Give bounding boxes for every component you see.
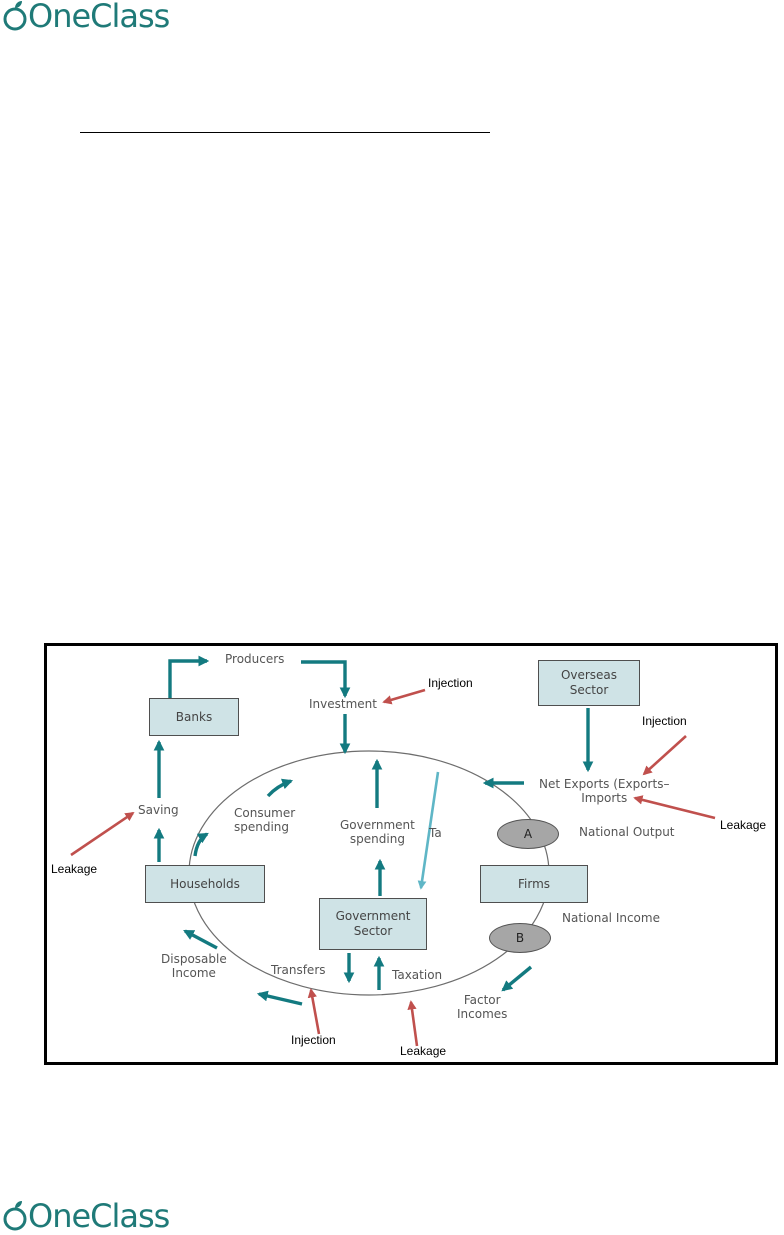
circular-flow-diagram: Banks Households Government Sector Firms… <box>44 643 778 1065</box>
annotation-leakage-taxation: Leakage <box>400 1044 447 1058</box>
banks-box: Banks <box>149 698 239 736</box>
firms-box: Firms <box>480 865 588 903</box>
annotation-arrow-leakage-net-exports <box>633 795 716 820</box>
arrow-banks-to-producers <box>168 655 210 698</box>
arrow-consumer-spending-2 <box>266 778 294 798</box>
oval-a: A <box>497 819 559 849</box>
annotation-injection-net-exports: Injection <box>642 714 687 728</box>
label-factor-incomes: Factor Incomes <box>457 993 508 1021</box>
label-tax-partial: Ta <box>429 826 442 840</box>
overseas-sector-box: Overseas Sector <box>538 660 640 706</box>
fill-in-line <box>80 132 490 133</box>
label-investment: Investment <box>309 697 377 711</box>
label-saving: Saving <box>138 803 179 817</box>
annotation-leakage-net-exports: Leakage <box>720 818 767 832</box>
label-producers: Producers <box>225 652 285 666</box>
label-net-exports: Net Exports (Exports– Imports <box>539 777 670 805</box>
annotation-injection-transfers: Injection <box>291 1033 336 1047</box>
brand-name: OneClass <box>28 0 170 35</box>
arrow-tax-highlight <box>417 771 440 890</box>
oneclass-logo: OneClass <box>2 0 170 35</box>
annotation-leakage-saving: Leakage <box>51 862 98 876</box>
annotation-arrow-leakage-saving <box>70 811 135 857</box>
label-consumer-spending: Consumer spending <box>234 806 296 834</box>
arrow-consumer-spending-1 <box>193 832 209 857</box>
label-transfers: Transfers <box>271 963 326 977</box>
arrow-producers-to-investment <box>301 660 351 699</box>
diagram-canvas <box>70 655 716 1047</box>
arrow-b-to-factor-incomes <box>501 965 533 992</box>
annotation-injection-investment: Injection <box>428 676 473 690</box>
government-sector-box: Government Sector <box>319 898 427 950</box>
arrow-transfers-to-disposable-income <box>256 990 303 1006</box>
label-national-output: National Output <box>579 825 675 839</box>
annotation-arrow-injection-investment <box>382 688 426 705</box>
label-government-spending: Government spending <box>340 818 415 846</box>
households-box: Households <box>145 865 265 903</box>
label-taxation: Taxation <box>392 968 443 982</box>
brand-name: OneClass <box>28 1197 170 1235</box>
oneclass-logo-footer: OneClass <box>2 1197 170 1235</box>
label-disposable-income: Disposable Income <box>161 952 227 980</box>
oval-b: B <box>489 923 551 953</box>
annotation-arrow-leakage-taxation <box>407 1000 419 1047</box>
arrow-disposable-income-to-households <box>183 929 218 950</box>
annotation-arrow-injection-net-exports <box>642 735 687 776</box>
annotation-arrow-injection-transfers <box>307 988 321 1035</box>
leaf-icon <box>3 1201 27 1231</box>
label-national-income: National Income <box>562 911 660 925</box>
leaf-icon <box>3 1 27 31</box>
